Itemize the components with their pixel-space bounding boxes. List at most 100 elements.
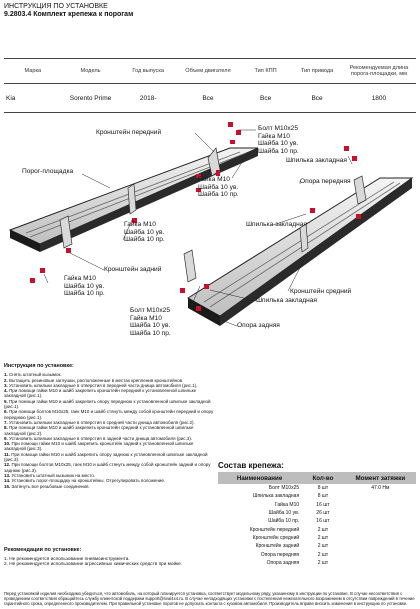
part-name: Шпилька закладная [252,493,300,500]
step-item: 4. При помощи гайки М10 и шайб закрепить… [4,388,216,399]
col-header: Модель [61,58,120,84]
recommendation-item: 2. Не рекомендуется использование агресс… [4,561,183,567]
step-number: 15. [4,483,11,489]
step-number: 3. [4,382,8,388]
part-name: Гайка М10 [274,501,300,508]
part-torque [345,559,416,567]
label-line: Гайка М10 [258,132,290,140]
footer-note: Перед установкой изделия необходимо убед… [4,591,415,606]
col-header: Момент затяжки [344,472,416,484]
cell-gearbox: Все [238,83,293,113]
support-rear [183,249,197,283]
cell-engine: Все [177,83,239,113]
label-line: Болт М10х25 [258,125,299,132]
step-item: 14. Установить порог-площадку на кронште… [4,478,216,483]
label-stud-mid: Шпилька закладная [246,221,307,228]
composition-row: Кронштейн средний 2 шт [218,534,416,542]
part-qty: 16 шт [316,501,330,508]
part-torque [345,525,416,533]
step-number: 12. [4,462,11,468]
vehicle-table-header: Марка Модель Год выпуска Объем двигателя… [4,58,416,84]
label-bracket-mid: Кронштейн средний [290,288,352,295]
step-item: 8. При помощи гайки М10 и шайб закрепить… [4,425,216,436]
part-torque [345,492,416,500]
step-number: 9. [4,435,8,441]
step-item: 7. Установить шпильки закладные в отверс… [4,420,216,425]
label-line: Шайба 10 пр. [64,290,105,297]
step-number: 6. [4,409,8,415]
part-name: Опора задняя [266,559,300,566]
step-item: 11. При помощи гайки М10 и шайб закрепит… [4,452,216,463]
steps-list: 1. Снять штатный кызымок.2. Вытащить рез… [4,372,216,489]
col-header: Год выпуска [119,58,178,84]
fasteners [30,122,361,311]
composition-row: Опора задняя 2 шт [218,559,416,567]
part-qty: 2 шт [317,543,329,550]
step-item: 13. Установить штатный кызымок на место. [4,473,216,478]
document-title: ИНСТРУКЦИЯ ПО УСТАНОВКЕ [4,3,108,10]
recommendations: Рекомендации по установке: 1. Не рекомен… [4,547,216,567]
part-qty: 2 шт [317,559,329,566]
step-number: 1. [4,372,8,378]
composition-header: Наименование Кол-во Момент затяжки [218,472,416,484]
part-qty: 2 шт [317,534,329,541]
part-torque [345,501,416,509]
col-header: Марка [4,58,62,84]
bracket-middle-lower [299,223,309,253]
step-text: При помощи болтов М10х25, гаек М10 и шай… [4,462,211,473]
cell-model: Sorento Prime [61,83,120,113]
part-name: Кронштейн средний [252,534,300,541]
label-line: Шайба 10 ув. [258,140,299,147]
label-bolt-bottom: Болт М10х25 Гайка М10 Шайба 10 ув. Шайба… [130,307,171,337]
step-text: При помощи гайки М10 и шайб закрепить кр… [4,388,197,399]
document-header: ИНСТРУКЦИЯ ПО УСТАНОВКЕ 9.2803.4 Комплек… [4,3,133,19]
step-text: При помощи болтов М10х25, гаек М10 и шай… [4,409,214,420]
installation-steps: Инструкция по установке: 1. Снять штатны… [4,363,216,489]
step-item: 15. Затянуть все резьбовые соединения. [4,484,216,489]
label-line: Шайба 10 пр. [130,329,171,337]
label-line: Шайба 10 ув. [64,282,105,290]
part-name: Болт М10х25 [268,485,300,492]
label-nut-left: Гайка М10 Шайба 10 ув. Шайба 10 пр. [124,221,165,244]
part-torque [345,509,416,517]
label-support-rear: Опора задняя [237,322,280,329]
label-bracket-rear: Кронштейн задний [104,266,162,273]
col-header: Наименование [218,472,302,484]
step-number: 13. [4,472,11,478]
recommendations-title: Рекомендации по установке: [4,547,82,553]
composition-row: Шайба 10 ув.26 шт [218,509,416,517]
bracket-rear [59,215,73,249]
step-number: 10. [4,441,11,447]
step-item: 9. Установить шпильки закладные в отверс… [4,436,216,441]
label-line: Болт М10х25 [130,307,171,314]
col-header: Тип привода [292,58,342,84]
step-text: Установить шпильки закладные в отверстия… [9,382,198,388]
composition-row: Шайба 10 пр.16 шт [218,517,416,525]
support-front [353,175,367,205]
col-header: Тип КПП [238,58,293,84]
step-text: Снять штатный кызымок. [9,372,62,378]
step-item: 3. Установить шпильки закладные в отверс… [4,383,216,388]
label-line: Шайба 10 ув. [198,183,239,191]
cell-make: Kia [4,83,62,113]
step-text: Установить шпильки закладные в отверстия… [9,419,195,425]
step-number: 5. [4,398,8,404]
cell-drive: Все [292,83,342,113]
step-board-lower [187,177,414,326]
label-line: Шайба 10 пр. [258,147,299,155]
cell-year: 2018- [119,83,178,113]
part-qty: 2 шт [317,526,329,533]
vehicle-table-row: Kia Sorento Prime 2018- Все Все Все 1800 [4,83,416,113]
label-nut-mid: Гайка М10 Шайба 10 ув. Шайба 10 пр. [198,176,239,199]
steps-title: Инструкция по установке: [4,363,74,369]
label-support-front: Опора передняя [300,178,351,185]
leader-lines [43,129,353,327]
label-line: Гайка М10 [198,176,230,183]
label-line: Гайка М10 [124,221,156,228]
part-name: Шайба 10 пр. [268,518,300,525]
step-text: Установить шпильки закладные в отверстия… [9,435,193,441]
recommendation-item: 1. Не рекомендуется использование пневмо… [4,555,130,561]
step-number: 11. [4,451,11,457]
